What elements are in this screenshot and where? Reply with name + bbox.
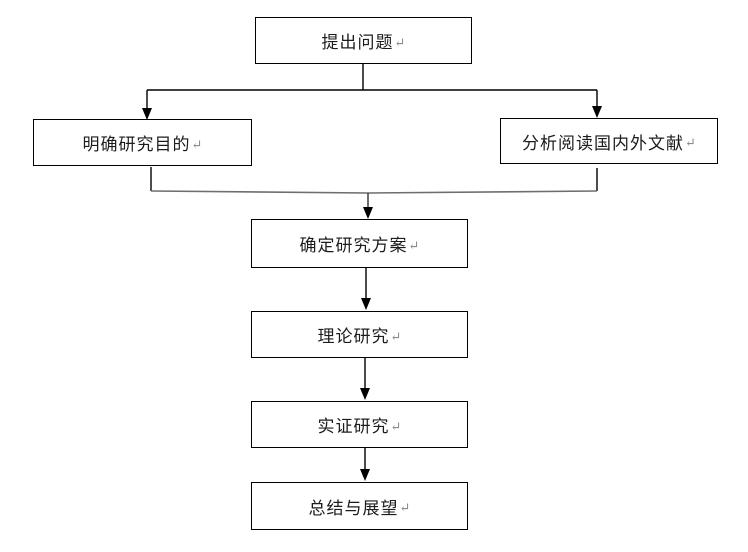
- node-label: 确定研究方案: [299, 236, 408, 255]
- arrowhead-left-box: [142, 108, 152, 120]
- node-label: 明确研究目的: [82, 135, 191, 154]
- node-research-purpose: 明确研究目的↵: [33, 119, 252, 166]
- line-break-mark: ↵: [191, 136, 203, 152]
- line-break-mark: ↵: [394, 34, 406, 50]
- node-empirical-research: 实证研究↵: [251, 401, 468, 448]
- line-break-mark: ↵: [685, 135, 696, 150]
- node-theoretical-research: 理论研究↵: [251, 311, 468, 358]
- node-raise-question: 提出问题↵: [255, 17, 472, 64]
- node-label: 分析阅读国内外文献: [522, 133, 685, 153]
- node-label: 总结与展望: [308, 498, 399, 518]
- arrowhead-research-plan: [363, 207, 373, 219]
- line-break-mark: ↵: [390, 328, 402, 344]
- node-summary-outlook: 总结与展望↵: [251, 482, 468, 530]
- arrowhead-empirical: [360, 388, 370, 400]
- node-label: 理论研究: [317, 327, 390, 346]
- node-research-plan: 确定研究方案↵: [251, 219, 468, 268]
- arrowhead-theoretical: [361, 298, 371, 310]
- connector-merge-left: [150, 190, 369, 194]
- line-break-mark: ↵: [390, 418, 402, 434]
- node-label: 实证研究: [317, 417, 390, 436]
- node-label: 提出问题: [321, 33, 394, 52]
- node-literature-review: 分析阅读国内外文献↵: [500, 118, 718, 164]
- line-break-mark: ↵: [408, 237, 420, 253]
- arrowhead-right-box: [592, 106, 602, 118]
- line-break-mark: ↵: [399, 500, 411, 515]
- connector-merge-right: [367, 190, 598, 194]
- arrowhead-summary: [360, 469, 370, 481]
